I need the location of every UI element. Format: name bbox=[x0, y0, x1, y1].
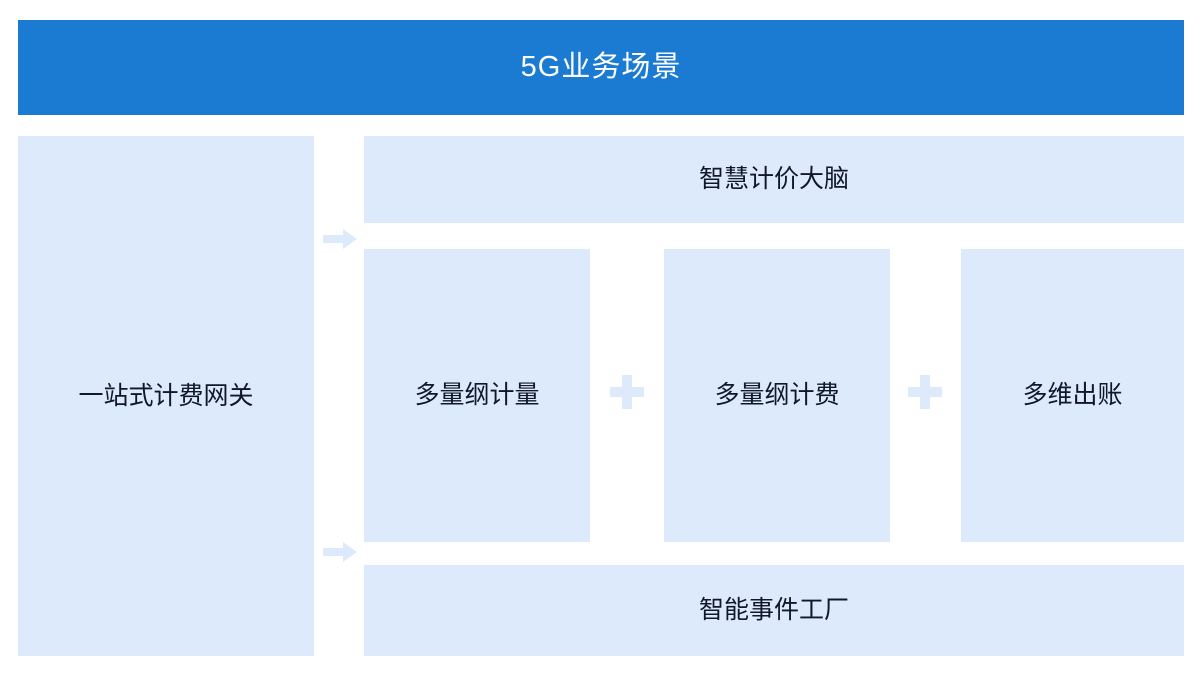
arrow-right-icon-top bbox=[323, 229, 357, 249]
factory-label: 智能事件工厂 bbox=[698, 596, 849, 624]
gateway-panel: 一站式计费网关 bbox=[18, 136, 314, 656]
pillar-charging-label: 多量纲计费 bbox=[714, 381, 840, 409]
header-banner: 5G业务场景 bbox=[18, 20, 1184, 115]
pillar-metering: 多量纲计量 bbox=[364, 249, 590, 542]
pillar-row: 多量纲计量 多量纲计费 多维出账 bbox=[364, 249, 1184, 542]
brain-panel: 智慧计价大脑 bbox=[364, 136, 1184, 223]
plus-icon-1 bbox=[610, 375, 644, 409]
pillar-billing-label: 多维出账 bbox=[1022, 381, 1123, 409]
arrow-right-icon-bottom bbox=[323, 542, 357, 562]
gateway-label: 一站式计费网关 bbox=[78, 381, 254, 410]
plus-icon-2 bbox=[908, 375, 942, 409]
pillar-billing: 多维出账 bbox=[961, 249, 1184, 542]
page-title: 5G业务场景 bbox=[520, 51, 682, 83]
pillar-metering-label: 多量纲计量 bbox=[414, 381, 540, 409]
factory-panel: 智能事件工厂 bbox=[364, 565, 1184, 656]
brain-label: 智慧计价大脑 bbox=[698, 165, 849, 193]
pillar-charging: 多量纲计费 bbox=[664, 249, 890, 542]
